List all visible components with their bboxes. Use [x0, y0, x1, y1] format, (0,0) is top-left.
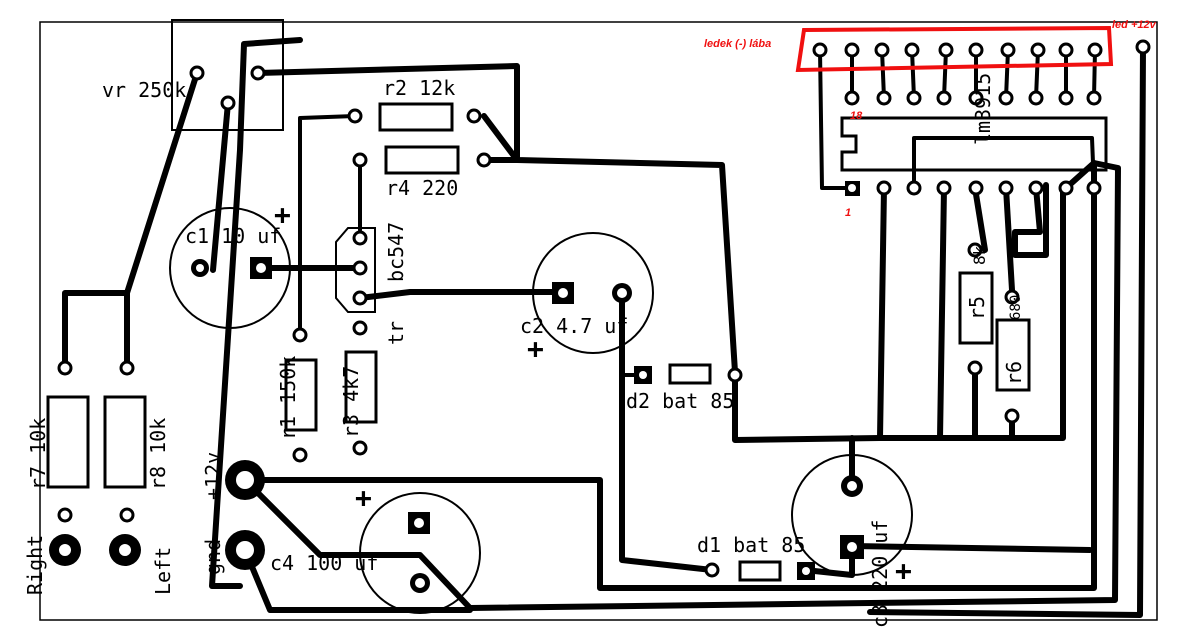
ic-label: lm3915: [971, 73, 995, 145]
plus-c1: +: [274, 198, 291, 231]
d1-body: [738, 560, 782, 582]
r5-label: r5: [965, 296, 989, 320]
vr-label: vr 250k: [102, 78, 186, 102]
r3-body: [344, 350, 378, 424]
r1-body: [284, 358, 318, 432]
c1-outline: [169, 207, 291, 329]
d1-label: d1 bat 85: [697, 533, 805, 557]
c4-outline: [359, 492, 481, 614]
r4-body: [384, 145, 460, 175]
c1-label: c1 10 uf: [185, 224, 281, 248]
left-label: Left: [151, 547, 175, 595]
led-connector-highlight: [795, 25, 1114, 73]
r1-label: r1 150k: [276, 356, 300, 440]
led-anode-note: led +12v: [1112, 19, 1157, 31]
c3-label: c3 220 uf: [868, 520, 892, 628]
c2-outline: [532, 232, 654, 354]
r5-value: 8k: [970, 245, 989, 265]
vr-outline: [171, 19, 284, 131]
board-outline: [39, 21, 1158, 621]
pads: [49, 39, 1151, 593]
r2-label: r2 12k: [383, 76, 455, 100]
r6-value: 680: [1008, 295, 1024, 320]
c2-label: c2 4.7 uf: [520, 314, 628, 338]
r6-label: r6: [1002, 361, 1026, 385]
d2-label: d2 bat 85: [626, 389, 734, 413]
bc547-label: bc547: [384, 222, 408, 282]
c4-label: c4 100 uf: [270, 551, 378, 575]
ic-outline: [840, 116, 1108, 172]
r5-body: [958, 271, 994, 345]
right-label: Right: [23, 535, 47, 595]
r2-body: [378, 102, 454, 132]
gnd-label: gnd: [201, 539, 225, 575]
pin18-note: 18: [850, 110, 863, 122]
r8-label: r8 10k: [146, 418, 170, 490]
led-cathode-note: ledek (-) lába: [704, 38, 771, 50]
d2-body: [668, 363, 712, 385]
r4-label: r4 220: [386, 176, 458, 200]
r6-body: [995, 318, 1031, 392]
r7-body: [46, 395, 90, 489]
plus-c4: +: [355, 481, 372, 514]
plus-c3: +: [895, 554, 912, 587]
v12-label: +12v: [201, 452, 225, 500]
r8-body: [103, 395, 147, 489]
thin-traces: [298, 48, 1097, 377]
r3-label: r3 4k7: [339, 366, 363, 438]
c3-outline: [791, 454, 913, 576]
r7-label: r7 10k: [26, 418, 50, 490]
tr-label: tr: [384, 321, 408, 345]
pin1-note: 1: [845, 207, 851, 219]
plus-c2: +: [527, 332, 544, 365]
bc547-outline: [335, 227, 376, 313]
